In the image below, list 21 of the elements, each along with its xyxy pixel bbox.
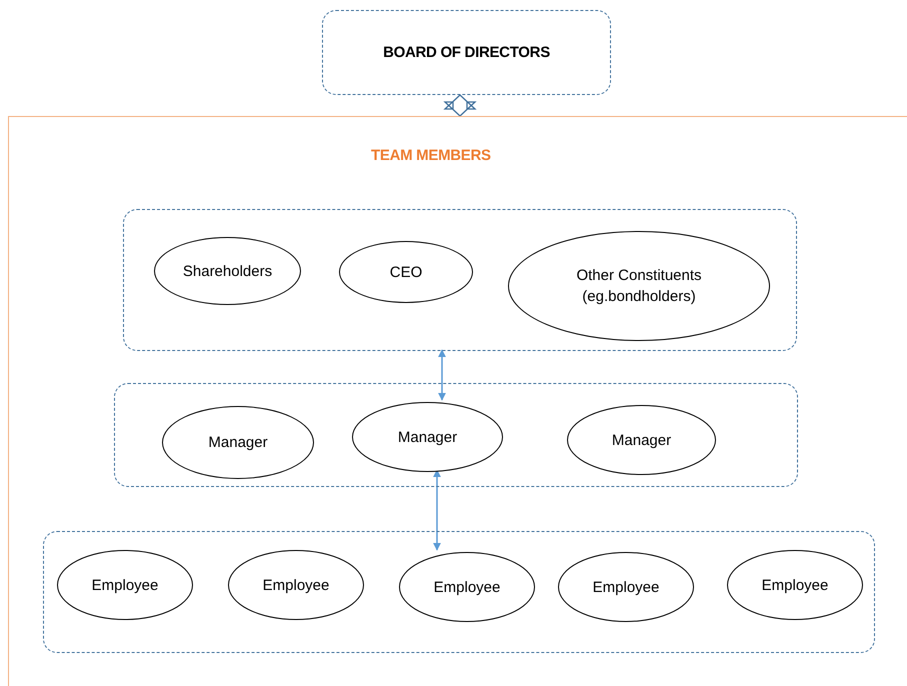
box-title: BOARD OF DIRECTORS: [383, 44, 550, 61]
region-heading: TEAM MEMBERS: [371, 147, 491, 164]
role-label: Employee: [762, 576, 828, 596]
double-arrow: [438, 349, 446, 401]
role-label: CEO: [390, 262, 422, 282]
role-label: Manager: [208, 433, 268, 453]
role-label: Employee: [592, 578, 660, 598]
role-label: Employee: [92, 576, 158, 596]
board-box: [322, 10, 611, 95]
team-region: [8, 116, 907, 686]
role-label: Other Constituents (eg.bondholders): [575, 266, 703, 307]
role-label: Shareholders: [182, 262, 272, 282]
role-label: Employee: [434, 578, 500, 598]
double-block-arrow: [443, 94, 477, 117]
group-box: [123, 209, 797, 351]
group-box: [43, 531, 875, 653]
role-label: Manager: [612, 430, 672, 450]
role-label: Manager: [398, 428, 458, 448]
group-box: [114, 383, 798, 487]
role-label: Employee: [262, 576, 330, 596]
double-arrow: [433, 469, 441, 551]
